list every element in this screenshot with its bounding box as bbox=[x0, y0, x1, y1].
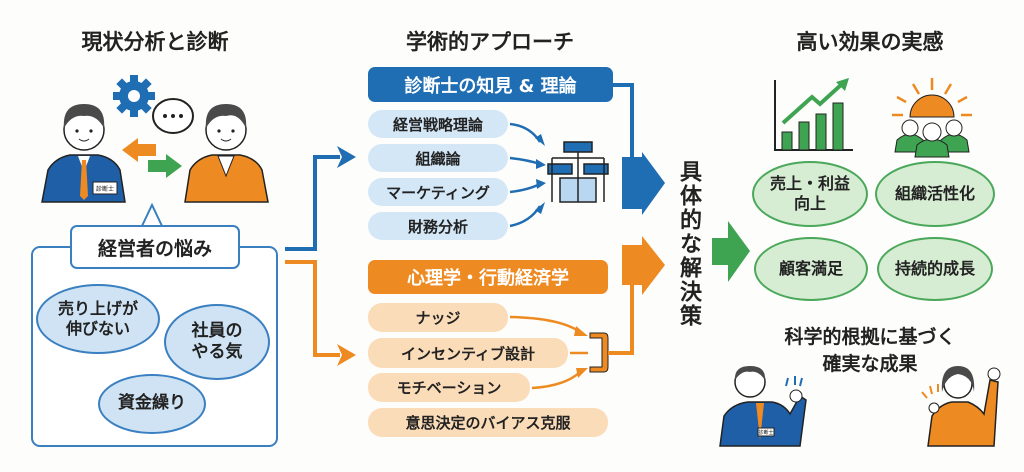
effect-organization: 組織活性化 bbox=[875, 161, 995, 227]
psychology-item: インセンティブ設計 bbox=[368, 338, 568, 368]
manager-illustration bbox=[184, 104, 269, 203]
conclusion-line1: 科学的根拠に基づく bbox=[784, 326, 956, 348]
orange-connector bbox=[285, 260, 340, 357]
worries-label: 経営者の悩み bbox=[70, 225, 240, 269]
effect-customer: 顧客満足 bbox=[754, 237, 868, 301]
consultant-theory-header: 診断士の知見 & 理論 bbox=[368, 67, 613, 102]
gear-icon bbox=[113, 75, 155, 117]
worry-sales: 売り上げが 伸びない bbox=[36, 284, 160, 354]
orange-solution-arrow bbox=[622, 236, 665, 295]
bracket-icon bbox=[589, 332, 609, 373]
blue-connector bbox=[285, 155, 340, 251]
svg-text:診断士: 診断士 bbox=[758, 429, 773, 436]
psychology-item: モチベーション bbox=[368, 373, 530, 402]
orange-arrowhead bbox=[337, 344, 356, 366]
team-sun-icon bbox=[892, 78, 972, 158]
speech-bubble-icon bbox=[152, 98, 194, 134]
psychology-header: 心理学・行動経済学 bbox=[368, 260, 608, 294]
svg-text:診断士: 診断士 bbox=[96, 185, 114, 193]
happy-consultant-illustration: 診断士 bbox=[719, 366, 807, 447]
blue-arrowhead bbox=[337, 146, 356, 168]
effect-title: 高い効果の実感 bbox=[796, 30, 944, 54]
conclusion-line2: 確実な成果 bbox=[822, 353, 918, 375]
effect-sales-profit: 売上・利益 向上 bbox=[752, 161, 868, 227]
approach-title: 学術的アプローチ bbox=[406, 30, 574, 54]
analysis-title: 現状分析と診断 bbox=[81, 30, 229, 54]
psychology-item: ナッジ bbox=[368, 303, 508, 332]
worry-cashflow: 資金繰り bbox=[98, 374, 206, 434]
theory-item: マーケティング bbox=[368, 178, 508, 206]
orange-solution-connector bbox=[608, 270, 634, 355]
arrow-left-icon bbox=[122, 138, 156, 162]
worries-label-pointer bbox=[141, 202, 163, 227]
arrow-right-icon bbox=[148, 154, 182, 178]
org-chart-icon bbox=[547, 141, 609, 203]
theory-item: 経営戦略理論 bbox=[368, 110, 508, 138]
green-result-arrow bbox=[712, 221, 750, 282]
psychology-item: 意思決定のバイアス克服 bbox=[368, 408, 608, 437]
growth-chart-icon bbox=[774, 78, 853, 151]
theory-item: 組織論 bbox=[368, 144, 508, 172]
theory-arrows bbox=[509, 122, 542, 228]
consultant-illustration: 診断士 bbox=[41, 104, 126, 203]
cheering-woman-illustration bbox=[921, 366, 1001, 447]
blue-solution-arrow bbox=[622, 152, 665, 215]
solution-label: 具体的な解決策 bbox=[676, 160, 701, 328]
worry-motivation: 社員の やる気 bbox=[164, 304, 270, 380]
effect-growth: 持続的成長 bbox=[877, 237, 993, 301]
theory-item: 財務分析 bbox=[368, 212, 508, 240]
blue-solution-connector bbox=[613, 83, 634, 180]
